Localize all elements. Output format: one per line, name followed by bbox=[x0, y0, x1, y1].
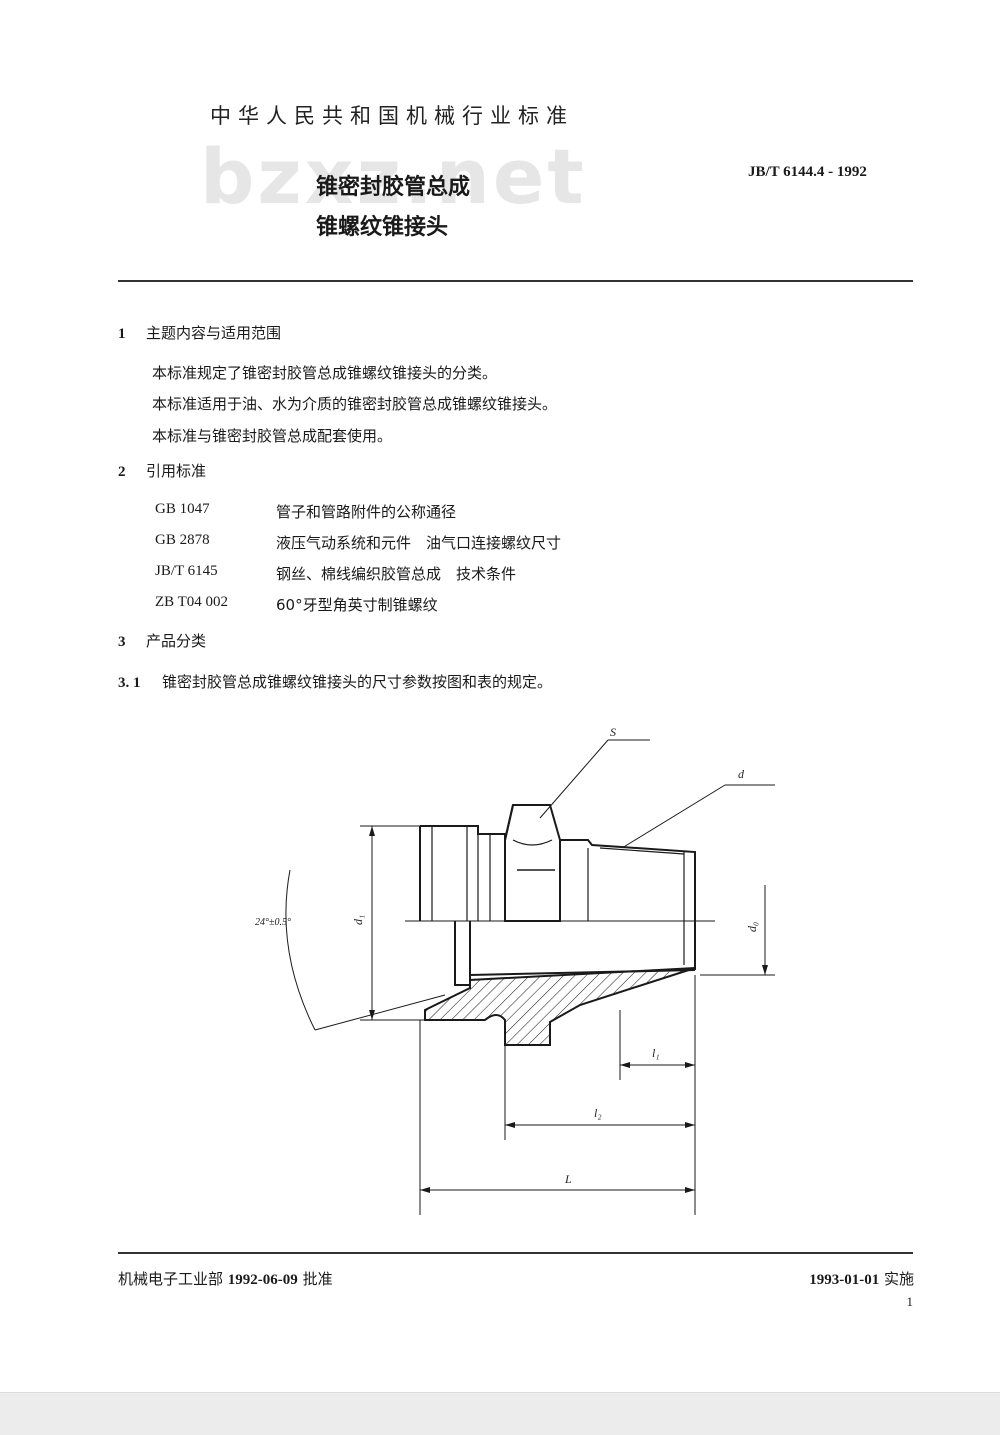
label-angle: 24°±0.5° bbox=[255, 917, 291, 928]
label-l2: l₂ bbox=[594, 1106, 602, 1120]
reference-code: ZB T04 002 bbox=[155, 594, 229, 610]
outline bbox=[420, 825, 506, 840]
reference-code: JB/T 6145 bbox=[155, 563, 218, 579]
watermark: bzxz.net bbox=[200, 132, 587, 221]
document-title-line2: 锥螺纹锥接头 bbox=[316, 215, 449, 240]
implementation-date: 1993-01-01 bbox=[809, 1272, 880, 1288]
section-number: 3. 1 bbox=[118, 675, 141, 691]
document-title-line1: 锥密封胶管总成 bbox=[316, 175, 471, 200]
section-3-heading: 3 产品分类 bbox=[118, 630, 206, 651]
section-hatch bbox=[424, 967, 696, 1046]
approval-line: 机械电子工业部 1992-06-09 批准 bbox=[118, 1268, 333, 1289]
viewer-bottom-bar bbox=[0, 1392, 1000, 1435]
issuing-organization: 中华人民共和国机械行业标准 bbox=[210, 104, 574, 128]
section-2-heading: 2 引用标准 bbox=[118, 460, 206, 481]
section-title: 引用标准 bbox=[146, 462, 207, 480]
section-1-heading: 1 主题内容与适用范围 bbox=[118, 322, 281, 343]
section-title: 产品分类 bbox=[146, 632, 207, 650]
section-3-1: 3. 1 锥密封胶管总成锥螺纹锥接头的尺寸参数按图和表的规定。 bbox=[118, 671, 552, 692]
label-d1: d₁ bbox=[351, 915, 365, 925]
section-title: 主题内容与适用范围 bbox=[146, 324, 282, 342]
paragraph: 本标准规定了锥密封胶管总成锥螺纹锥接头的分类。 bbox=[152, 364, 498, 382]
implementation-line: 1993-01-01 实施 bbox=[809, 1268, 914, 1289]
fitting-drawing: S d d₁ d₀ 24°±0.5° l₁ l₂ L bbox=[255, 725, 775, 1215]
hex-outline bbox=[504, 804, 561, 922]
reference-title: 液压气动系统和元件 油气口连接螺纹尺寸 bbox=[276, 534, 562, 552]
reference-title: 管子和管路附件的公称通径 bbox=[276, 503, 457, 521]
approval-word: 批准 bbox=[302, 1270, 333, 1288]
standard-code: JB/T 6144.4 - 1992 bbox=[748, 164, 867, 180]
reference-code: GB 2878 bbox=[155, 532, 210, 548]
reference-code: GB 1047 bbox=[155, 501, 210, 517]
reference-title: 60°牙型角英寸制锥螺纹 bbox=[276, 596, 438, 614]
page-number: 1 bbox=[906, 1294, 914, 1309]
paragraph: 本标准适用于油、水为介质的锥密封胶管总成锥螺纹锥接头。 bbox=[152, 395, 558, 413]
label-S: S bbox=[610, 725, 616, 739]
approval-date: 1992-06-09 bbox=[227, 1272, 298, 1288]
label-d0: d₀ bbox=[745, 922, 759, 932]
paragraph: 本标准与锥密封胶管总成配套使用。 bbox=[152, 427, 393, 445]
footer-rule bbox=[118, 1252, 913, 1254]
outline bbox=[560, 839, 696, 970]
approver: 机械电子工业部 bbox=[118, 1270, 224, 1288]
reference-title: 钢丝、棉线编织胶管总成 技术条件 bbox=[276, 565, 517, 583]
implementation-word: 实施 bbox=[883, 1270, 914, 1288]
section-number: 3 bbox=[118, 634, 126, 650]
label-d: d bbox=[738, 767, 745, 781]
section-number: 2 bbox=[118, 464, 126, 480]
section-text: 锥密封胶管总成锥螺纹锥接头的尺寸参数按图和表的规定。 bbox=[162, 673, 553, 691]
section-number: 1 bbox=[118, 326, 126, 342]
label-l1: l₁ bbox=[652, 1046, 660, 1060]
label-L: L bbox=[564, 1172, 572, 1186]
header-rule bbox=[118, 280, 913, 282]
